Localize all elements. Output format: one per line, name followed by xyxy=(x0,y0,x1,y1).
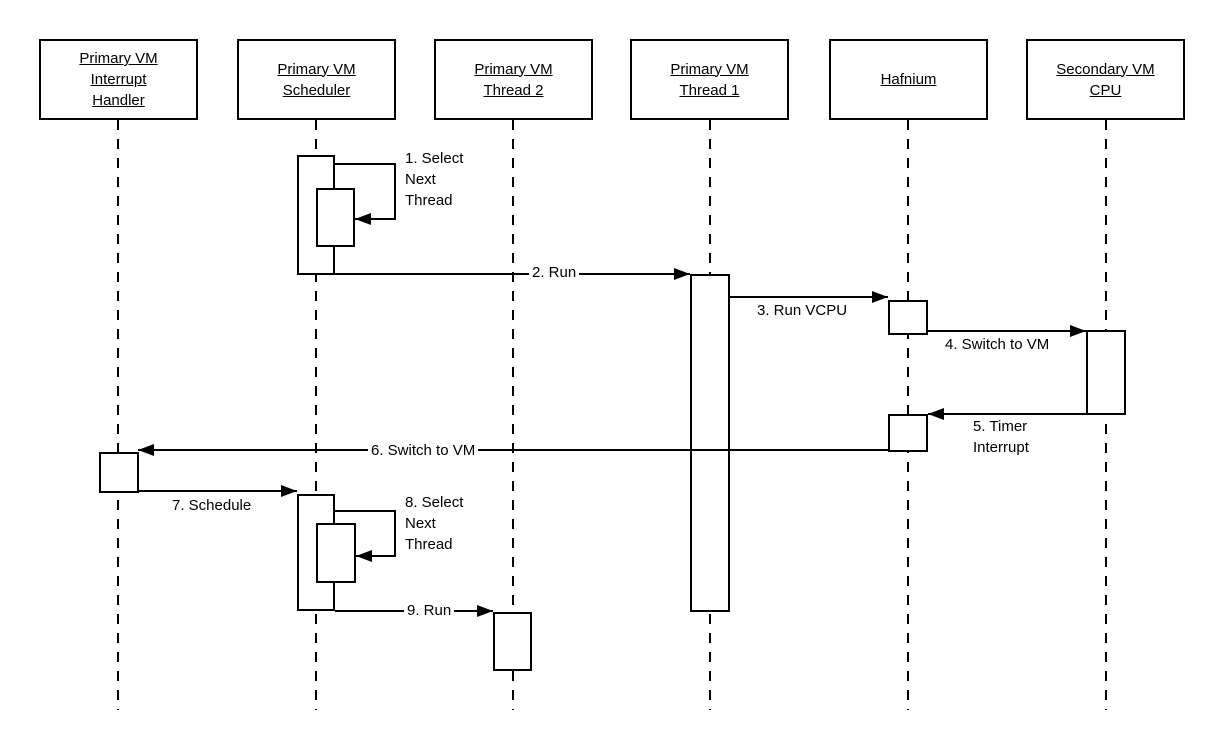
actor-secondary-vm-cpu: Secondary VM CPU xyxy=(1026,39,1185,120)
message-3-arrowhead xyxy=(872,291,888,303)
message-6-arrowhead xyxy=(138,444,154,456)
actor-primary-vm-thread-2: Primary VM Thread 2 xyxy=(434,39,593,120)
message-7-label: 7. Schedule xyxy=(172,497,252,514)
lifeline-primary-vm-thread-2 xyxy=(512,120,514,710)
activation-hafnium-2 xyxy=(888,414,928,452)
message-5-arrowhead xyxy=(928,408,944,420)
actor-hafnium: Hafnium xyxy=(829,39,988,120)
message-8-line-bottom xyxy=(356,555,396,557)
activation-thread-1 xyxy=(690,274,730,612)
message-7-arrowhead xyxy=(281,485,297,497)
message-9-arrowhead xyxy=(477,605,493,617)
message-4-arrowhead xyxy=(1070,325,1086,337)
message-1-line-right xyxy=(394,163,396,220)
lifeline-primary-vm-interrupt-handler xyxy=(117,120,119,710)
message-2-line xyxy=(335,273,690,275)
lifeline-secondary-vm-cpu xyxy=(1105,120,1107,710)
message-4-line xyxy=(928,330,1086,332)
message-9-label: 9. Run xyxy=(404,600,455,621)
activation-hafnium-1 xyxy=(888,300,928,335)
message-4-label: 4. Switch to VM xyxy=(945,336,1050,353)
activation-scheduler-inner-2 xyxy=(316,523,356,583)
message-1-arrowhead xyxy=(355,213,371,225)
actor-primary-vm-thread-1: Primary VM Thread 1 xyxy=(630,39,789,120)
message-5-line xyxy=(928,413,1086,415)
message-5-label: 5. Timer Interrupt xyxy=(973,418,1029,456)
actor-primary-vm-scheduler: Primary VM Scheduler xyxy=(237,39,396,120)
message-8-label: 8. Select Next Thread xyxy=(405,494,464,553)
actor-primary-vm-interrupt-handler: Primary VM Interrupt Handler xyxy=(39,39,198,120)
activation-scheduler-inner-1 xyxy=(316,188,355,247)
message-6-label: 6. Switch to VM xyxy=(368,440,479,461)
message-1-line-bottom xyxy=(355,218,396,220)
message-2-arrowhead xyxy=(674,268,690,280)
message-7-line xyxy=(138,490,297,492)
activation-interrupt-handler xyxy=(99,452,139,493)
lifeline-primary-vm-scheduler xyxy=(315,120,317,710)
message-6-line xyxy=(138,449,889,451)
message-8-line-top xyxy=(335,510,396,512)
message-3-label: 3. Run VCPU xyxy=(757,302,848,319)
message-8-line-right xyxy=(394,510,396,557)
message-2-label: 2. Run xyxy=(529,262,580,283)
activation-secondary-vm-cpu xyxy=(1086,330,1126,415)
activation-thread-2 xyxy=(493,612,532,671)
message-1-line-top xyxy=(335,163,396,165)
message-3-line xyxy=(730,296,888,298)
message-1-label: 1. Select Next Thread xyxy=(405,150,464,209)
message-8-arrowhead xyxy=(356,550,372,562)
